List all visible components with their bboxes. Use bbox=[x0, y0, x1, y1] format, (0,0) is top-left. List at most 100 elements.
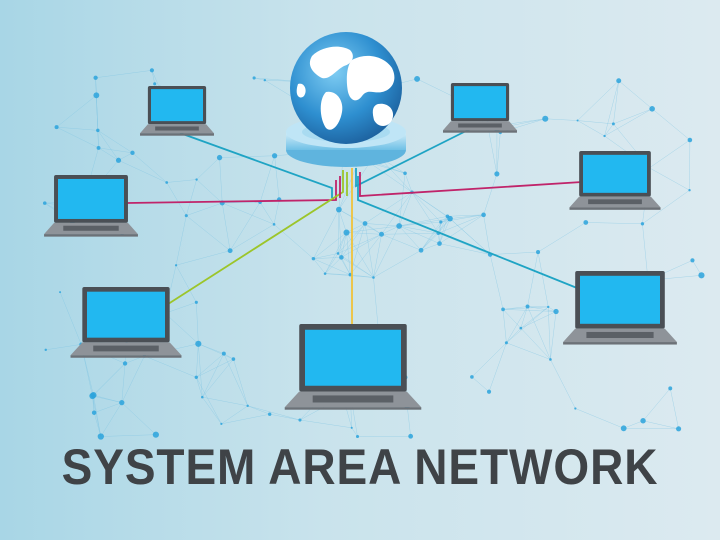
mesh-line bbox=[313, 232, 347, 259]
mesh-line bbox=[259, 202, 275, 225]
mesh-dot bbox=[339, 255, 344, 260]
mesh-line bbox=[350, 234, 382, 275]
link-top-left bbox=[179, 132, 333, 198]
mesh-line bbox=[642, 388, 671, 421]
laptop-edge bbox=[140, 133, 214, 136]
globe-icon bbox=[290, 32, 402, 144]
mesh-dot bbox=[298, 418, 302, 422]
mesh-dot bbox=[271, 153, 278, 159]
link-mid-right bbox=[359, 172, 583, 197]
mesh-dot bbox=[640, 222, 645, 226]
mesh-line bbox=[550, 359, 576, 409]
mesh-line bbox=[56, 126, 99, 149]
mesh-dot bbox=[194, 300, 198, 304]
mesh-dot bbox=[149, 68, 154, 73]
mesh-line bbox=[503, 306, 549, 310]
mesh-line bbox=[438, 218, 451, 234]
mesh-line bbox=[269, 413, 301, 421]
laptop-screen bbox=[151, 89, 203, 122]
mesh-dot bbox=[272, 223, 276, 226]
mesh-dot bbox=[350, 426, 353, 429]
mesh-dot bbox=[640, 418, 646, 424]
mesh-line bbox=[406, 405, 411, 437]
mesh-dot bbox=[227, 248, 233, 254]
mesh-dot bbox=[611, 122, 615, 126]
mesh-line bbox=[313, 258, 351, 275]
mesh-line bbox=[299, 419, 352, 429]
mesh-dot bbox=[216, 154, 223, 161]
mesh-line bbox=[438, 221, 442, 234]
mesh-line bbox=[577, 120, 614, 125]
link-mid-left bbox=[124, 180, 337, 204]
mesh-line bbox=[121, 355, 145, 403]
mesh-line bbox=[490, 251, 539, 255]
mesh-dot bbox=[44, 348, 47, 352]
mesh-line bbox=[613, 108, 653, 125]
mesh-dot bbox=[668, 386, 673, 391]
mesh-line bbox=[132, 152, 167, 183]
laptop-screen bbox=[305, 329, 401, 386]
mesh-dot bbox=[96, 145, 101, 150]
mesh-line bbox=[186, 215, 231, 251]
mesh-line bbox=[411, 192, 448, 217]
mesh-line bbox=[324, 257, 342, 274]
mesh-line bbox=[221, 405, 248, 425]
mesh-line bbox=[56, 126, 98, 131]
mesh-line bbox=[196, 377, 222, 424]
laptop-edge bbox=[569, 207, 661, 210]
mesh-line bbox=[313, 258, 326, 274]
mesh-line bbox=[100, 434, 156, 437]
mesh-line bbox=[166, 179, 197, 183]
mesh-dot bbox=[549, 358, 552, 361]
mesh-line bbox=[506, 327, 521, 343]
mesh-line bbox=[471, 376, 490, 392]
mesh-dot bbox=[396, 223, 403, 229]
mesh-line bbox=[618, 80, 653, 109]
mesh-line bbox=[45, 344, 82, 351]
laptop-screen bbox=[58, 178, 124, 219]
mesh-dot bbox=[676, 426, 682, 432]
mesh-dot bbox=[504, 341, 508, 345]
mesh-line bbox=[100, 402, 123, 437]
mesh-dot bbox=[439, 220, 443, 224]
mesh-line bbox=[247, 405, 301, 421]
mesh-line bbox=[496, 132, 501, 174]
mesh-dot bbox=[263, 78, 267, 82]
mesh-dot bbox=[547, 305, 550, 309]
mesh-line bbox=[438, 232, 491, 255]
mesh-line bbox=[247, 405, 270, 415]
mesh-line bbox=[198, 343, 234, 360]
mesh-dot bbox=[690, 258, 695, 263]
mesh-dot bbox=[355, 434, 360, 439]
mesh-line bbox=[198, 343, 203, 398]
mesh-line bbox=[95, 70, 152, 79]
mesh-line bbox=[520, 306, 528, 329]
mesh-line bbox=[98, 147, 133, 154]
mesh-line bbox=[439, 216, 448, 244]
mesh-line bbox=[313, 209, 340, 259]
mesh-dot bbox=[576, 119, 579, 122]
link-top-right bbox=[355, 127, 473, 188]
mesh-line bbox=[346, 232, 351, 275]
mesh-dot bbox=[687, 137, 693, 143]
mesh-line bbox=[411, 192, 441, 223]
mesh-dot bbox=[122, 361, 128, 366]
mesh-line bbox=[338, 162, 370, 210]
mesh-dot bbox=[152, 431, 159, 438]
mesh-line bbox=[420, 221, 442, 251]
mesh-dot bbox=[616, 78, 622, 84]
mesh-dot bbox=[195, 178, 198, 181]
mesh-dot bbox=[343, 229, 350, 236]
mesh-line bbox=[346, 223, 366, 233]
mesh-line bbox=[381, 234, 422, 251]
mesh-line bbox=[649, 167, 690, 191]
mesh-line bbox=[438, 216, 448, 234]
mesh-line bbox=[604, 108, 653, 137]
mesh-line bbox=[97, 130, 133, 154]
mesh-line bbox=[118, 152, 133, 161]
mesh-line bbox=[221, 202, 231, 251]
mesh-line bbox=[229, 224, 275, 251]
mesh-line bbox=[439, 218, 451, 244]
mesh-line bbox=[651, 108, 691, 141]
mesh-line bbox=[222, 202, 275, 225]
